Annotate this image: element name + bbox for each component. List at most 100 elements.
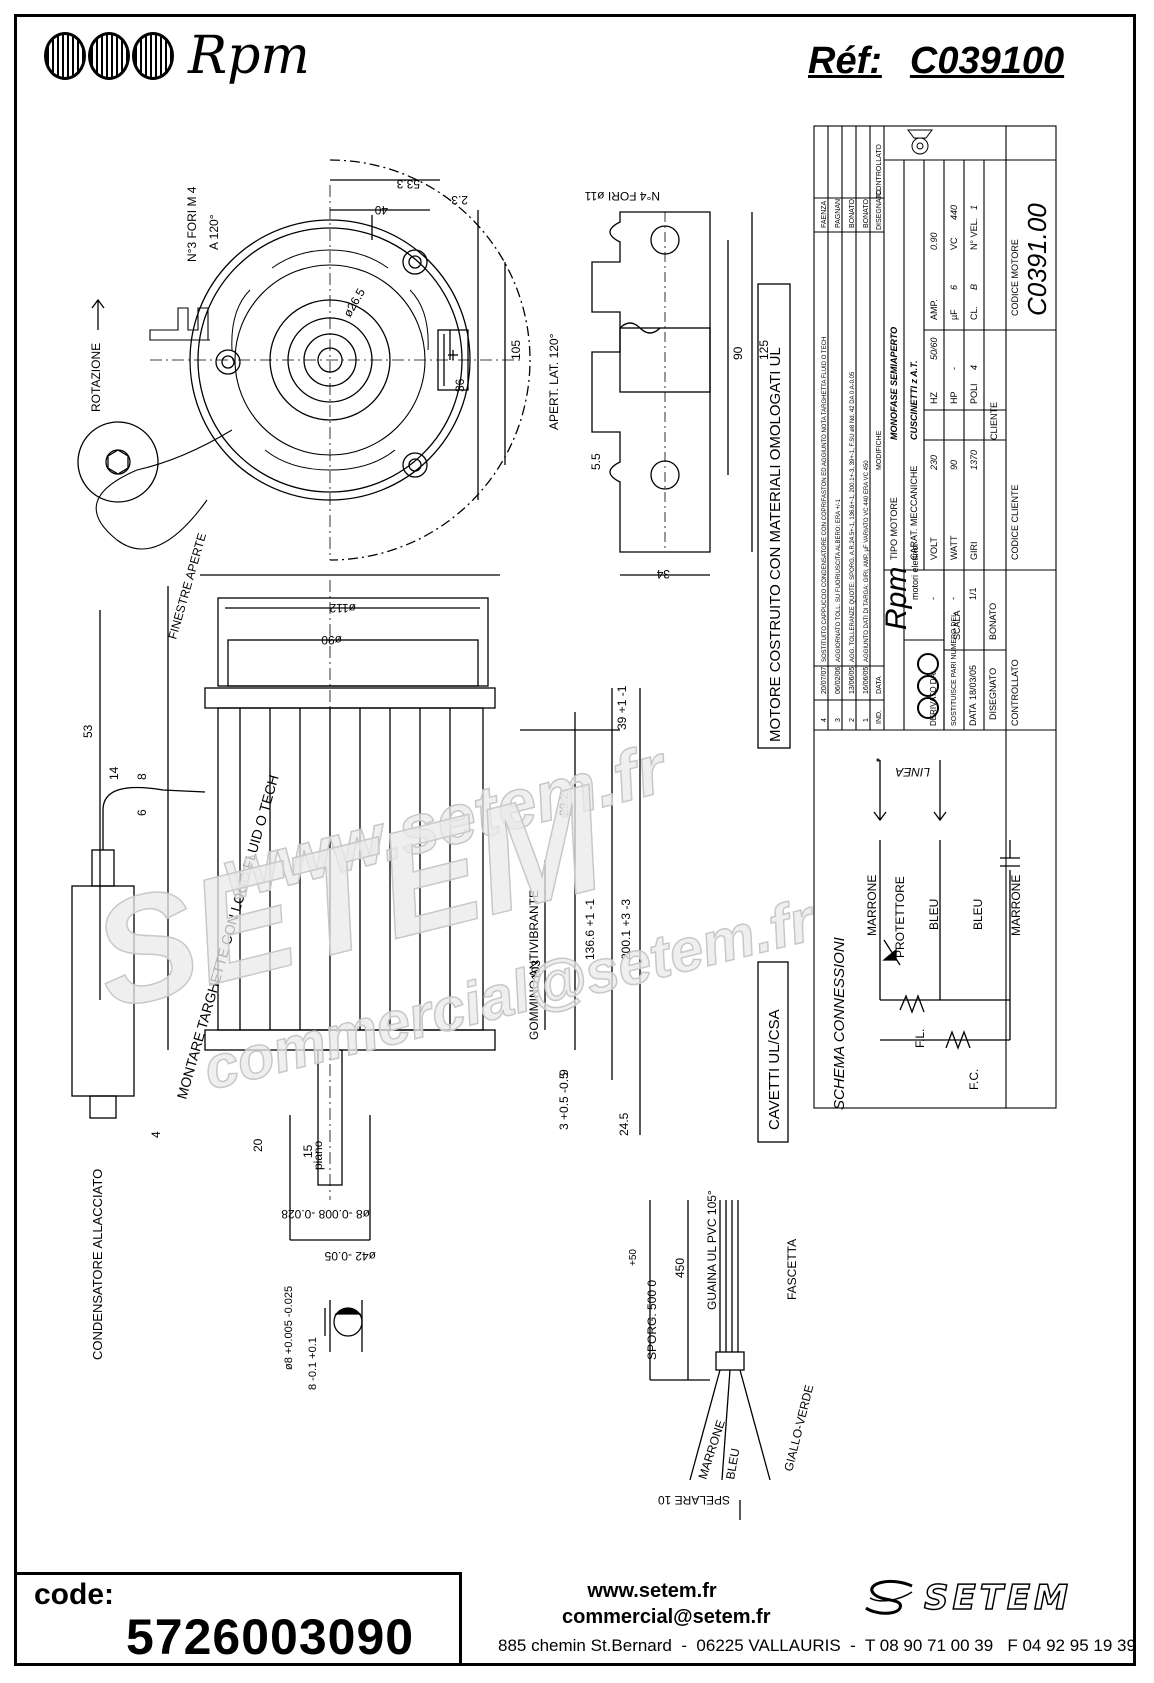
spec-volt: 230 xyxy=(929,455,939,471)
rev-data-4: 16/06/05 xyxy=(863,667,870,694)
spec-poli-label: POLI xyxy=(969,383,979,404)
spec-vc-label: VC xyxy=(949,237,959,250)
length-label: SPORG. 500 0 xyxy=(645,1280,659,1360)
disegnato-value: BONATO xyxy=(988,603,998,640)
setem-logo: SETEM xyxy=(860,1577,1072,1619)
sostituisce-label: SOSTITUISCE PARI NUMERO DEL xyxy=(951,613,958,726)
rev-data-1: 20/07/07 xyxy=(821,667,828,694)
wire-3: GIALLO-VERDE xyxy=(781,1383,816,1472)
carat-value: CUSCINETTI z A.T. xyxy=(909,361,919,441)
front-dim-4: 105 xyxy=(509,340,523,360)
side-dim-10: 136.6 +1 -1 xyxy=(583,899,597,960)
rev-by-3: BONATO xyxy=(849,199,856,228)
bracket-holes-note: N°4 FORI ø11 xyxy=(584,189,660,203)
spec-hp-label: HP xyxy=(949,391,959,404)
ul-materials-note: MOTORE COSTRUITO CON MATERIALI OMOLOGATI… xyxy=(767,347,784,742)
codice-motore: C0391.00 xyxy=(1022,203,1052,316)
shaft-detail-labels: ø8 +0.005 -0.025 8 -0.1 +0.1 xyxy=(283,1286,319,1390)
rev-text-4: AGGIUNTO DATI DI TARGA: GIRI, AMP, µF VA… xyxy=(864,460,870,662)
cable-labels: GUAINA UL PVC 105° FASCETTA MARRONE BLEU… xyxy=(628,1190,816,1507)
side-dim-19: ø42 -0.05 xyxy=(324,1249,376,1263)
spec-watt: 90 xyxy=(949,460,959,470)
side-dim-13: 9 xyxy=(557,1069,571,1076)
wiring-label-5: MARRONE xyxy=(1009,875,1023,936)
front-dim-6: ø26.5 xyxy=(340,286,368,320)
projection-symbol-icon xyxy=(907,129,933,155)
side-view xyxy=(71,574,641,1241)
rev-text-1: SOSTITUITO CAPPUCCIO CONDENSATORE CON CO… xyxy=(822,337,828,662)
ul-materials-box xyxy=(757,283,791,749)
rev-by-1: FAENZA xyxy=(821,200,828,228)
rotation-label: ROTAZIONE xyxy=(89,343,103,412)
flat-label: piano xyxy=(311,1140,325,1170)
spec-uf-label: µF xyxy=(949,309,959,320)
brand-name: Rpm xyxy=(188,26,310,86)
rpm-logo: Rpm xyxy=(44,26,310,86)
front-dim-1: 53.3 xyxy=(396,177,420,191)
rev-header-disegnato: DISEGNATO xyxy=(876,189,883,230)
side-dim-11: 200.1 +3 -3 xyxy=(619,899,633,960)
ul-cables-box xyxy=(757,961,789,1143)
scala-value: 1/1 xyxy=(968,587,978,600)
side-dim-5: 8 xyxy=(135,773,149,780)
ref-label: Réf: xyxy=(808,40,882,82)
data-value: 18/03/05 xyxy=(968,665,978,700)
email-link[interactable]: commercial@setem.fr xyxy=(562,1606,771,1628)
spec-vc: 440 xyxy=(949,205,959,220)
wiring-label-1: MARRONE xyxy=(865,875,879,936)
spec-giri: 1370 xyxy=(969,450,979,470)
coil-logo-icon xyxy=(44,32,174,80)
side-dim-4: 14 xyxy=(107,766,121,780)
rev-header-ind: IND. xyxy=(876,710,883,724)
opening-label: APERT. LAT. 120° xyxy=(547,333,561,430)
side-dim-2: ø90 xyxy=(321,633,342,647)
derivato-da-label: DERIVATO DA: xyxy=(929,671,938,726)
wiring-label-6: F.L. xyxy=(913,1029,927,1048)
spec-watt-label: WATT xyxy=(949,535,959,560)
ul-cables-note: CAVETTI UL/CSA xyxy=(766,1009,783,1130)
spec-vel: 1 xyxy=(969,205,979,210)
spec-amp-label: AMP. xyxy=(929,299,939,320)
spec-hz-label: HZ xyxy=(929,392,939,404)
spec-hz: 50/60 xyxy=(929,337,939,360)
side-dim-9: 103 xyxy=(529,960,543,980)
maker-sub: motori elettrici xyxy=(910,544,920,600)
bracket-dim-4: 34 xyxy=(656,567,670,581)
wiring-schema xyxy=(873,760,1020,1050)
bracket-dim-2: 125 xyxy=(757,340,771,360)
rev-by-2: PAGNANI xyxy=(835,197,842,228)
damper-label: GOMMINO ANTIVIBRANTE xyxy=(527,890,541,1040)
rev-data-3: 13/06/05 xyxy=(849,667,856,694)
data-label: DATA xyxy=(968,703,978,726)
sheet-border xyxy=(14,14,1136,1666)
strip-label: SPELARE 10 xyxy=(658,1493,730,1507)
side-dim-14: 3 +0.5 -0.5 xyxy=(557,1072,571,1130)
front-dim-2: 40 xyxy=(374,203,388,217)
shaft-dim-1: ø8 +0.005 -0.025 xyxy=(283,1286,295,1370)
website-link[interactable]: www.setem.fr xyxy=(587,1580,717,1602)
front-dim-3: 2.3 xyxy=(451,193,468,207)
spec-volt-label: VOLT xyxy=(929,537,939,560)
derivato-da: - xyxy=(928,597,938,600)
wiring-label-3: BLEU xyxy=(927,899,941,930)
spec-poli: 4 xyxy=(969,365,979,370)
front-view-labels: N°3 FORI M 4 A 120° ROTAZIONE APERT. LAT… xyxy=(89,177,561,430)
spec-giri-label: GIRI xyxy=(969,541,979,560)
title-block xyxy=(813,125,1057,1109)
controllato-label: CONTROLLATO xyxy=(1010,659,1020,726)
swoosh-icon xyxy=(865,1579,913,1615)
side-dim-3: 53 xyxy=(81,724,95,738)
clip-label: FASCETTA xyxy=(785,1239,799,1300)
front-dim-5: 36 xyxy=(453,378,467,392)
rev-table: 4 20/07/07 SOSTITUITO CAPPUCCIO CONDENSA… xyxy=(821,144,883,724)
rev-header-data: DATA xyxy=(876,676,883,694)
reference: Réf:C039100 xyxy=(808,40,1064,83)
scala-label: SCALA xyxy=(952,610,962,640)
side-dim-12: 4 xyxy=(149,1131,163,1138)
rev-header-controllato: CONTROLLATO xyxy=(876,144,883,196)
rev-data-2: 06/02/06 xyxy=(835,667,842,694)
spec-hp: - xyxy=(949,367,959,370)
wiring-label-4: BLEU xyxy=(971,899,985,930)
